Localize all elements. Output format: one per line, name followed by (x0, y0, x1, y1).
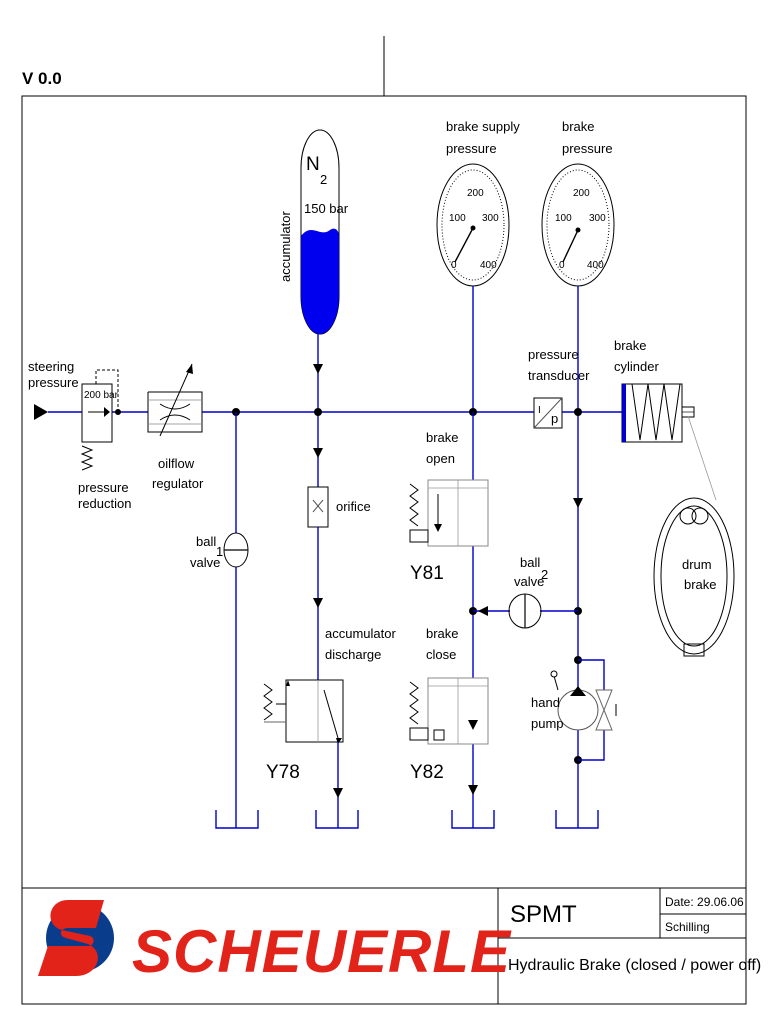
tank-2-icon (315, 810, 359, 829)
flow-arrow-icon (573, 498, 583, 508)
svg-text:0: 0 (559, 260, 565, 271)
orifice (307, 486, 329, 528)
brake-open-label: brake open (426, 430, 462, 466)
svg-text:I: I (538, 405, 541, 416)
flow-arrow-icon (468, 720, 478, 730)
accumulator-pressure-label: 150 bar (304, 201, 349, 216)
flow-arrow-icon (468, 785, 478, 795)
ball-valve-1-label: ball valve (190, 534, 220, 570)
brake-supply-pressure-label: brake supply pressure (446, 119, 523, 156)
product-name: SPMT (510, 901, 577, 928)
brake-pressure-gauge: 0 100 200 300 400 (541, 163, 615, 287)
drawing-date: Date: 29.06.06 (665, 895, 744, 909)
ball-valve-1 (223, 532, 249, 568)
accumulator (300, 129, 340, 335)
pressure-transducer: I p (533, 397, 563, 429)
brake-cylinder (621, 383, 695, 443)
ball-valve-2-number: 2 (541, 567, 548, 582)
accumulator-gas-subscript: 2 (320, 172, 327, 187)
svg-text:400: 400 (587, 260, 604, 271)
drum-brake (653, 497, 735, 657)
check-valve (595, 689, 617, 731)
drawing-author: Schilling (665, 920, 710, 934)
drum-brake-label: drum brake (682, 557, 717, 592)
brake-linkage (687, 415, 717, 501)
valve-y81-label: Y81 (410, 563, 444, 584)
flow-arrow-icon (333, 788, 343, 798)
svg-text:400: 400 (480, 260, 497, 271)
svg-text:300: 300 (589, 213, 606, 224)
ball-valve-1-number: 1 (216, 544, 223, 559)
hand-pump-label: hand pump (531, 695, 564, 731)
brake-close-label: brake close (426, 626, 462, 662)
tank-3-icon (451, 810, 495, 829)
pressure-transducer-label: pressure transducer (528, 347, 590, 383)
drawing-title: Hydraulic Brake (closed / power off) (508, 957, 761, 974)
title-block (21, 887, 747, 1005)
valve-y81 (409, 479, 489, 547)
valve-y82-label: Y82 (410, 762, 444, 783)
valve-y82 (409, 677, 489, 745)
brake-cylinder-label: brake cylinder (614, 338, 659, 374)
hand-pump (550, 670, 599, 731)
svg-text:200: 200 (573, 188, 590, 199)
accumulator-label: accumulator (278, 211, 293, 282)
svg-text:p: p (551, 411, 558, 426)
flow-arrow-icon (313, 364, 323, 374)
svg-text:200: 200 (467, 188, 484, 199)
flow-arrow-icon (313, 448, 323, 458)
ball-valve-2-label: ball valve (514, 555, 544, 589)
version-label: V 0.0 (22, 69, 62, 88)
valve-y78 (263, 679, 344, 744)
tank-4-icon (555, 810, 599, 829)
accumulator-discharge-label: accumulator discharge (325, 626, 399, 662)
tank-1-icon (215, 810, 259, 829)
steering-pressure-label: steering pressure (28, 359, 79, 390)
oilflow-regulator (147, 363, 203, 437)
junction-dot (314, 408, 322, 416)
reduction-setting-label: 200 bar (84, 390, 119, 401)
steering-pressure-source-icon (34, 404, 48, 420)
oilflow-regulator-label: oilflow regulator (152, 456, 204, 491)
valve-y78-label: Y78 (266, 762, 300, 783)
company-name: SCHEUERLE (132, 918, 512, 985)
svg-text:0: 0 (451, 260, 457, 271)
orifice-label: orifice (336, 499, 371, 514)
svg-text:100: 100 (449, 213, 466, 224)
ball-valve-2 (508, 593, 542, 629)
flow-arrow-icon (478, 606, 488, 616)
flow-arrow-icon (313, 598, 323, 608)
svg-text:100: 100 (555, 213, 572, 224)
brake-pressure-label: brake pressure (562, 119, 613, 156)
pressure-reduction-label: pressure reduction (78, 480, 132, 511)
svg-text:300: 300 (482, 213, 499, 224)
check-valve-line (578, 730, 605, 761)
scheuerle-logo: SCHEUERLE (38, 900, 512, 985)
junction-dot (574, 408, 582, 416)
brake-supply-pressure-gauge: 0 100 200 300 400 (436, 163, 510, 287)
check-valve-line (578, 659, 605, 690)
accumulator-gas-label: N (306, 154, 320, 175)
pressure-reduction-valve (80, 369, 121, 471)
